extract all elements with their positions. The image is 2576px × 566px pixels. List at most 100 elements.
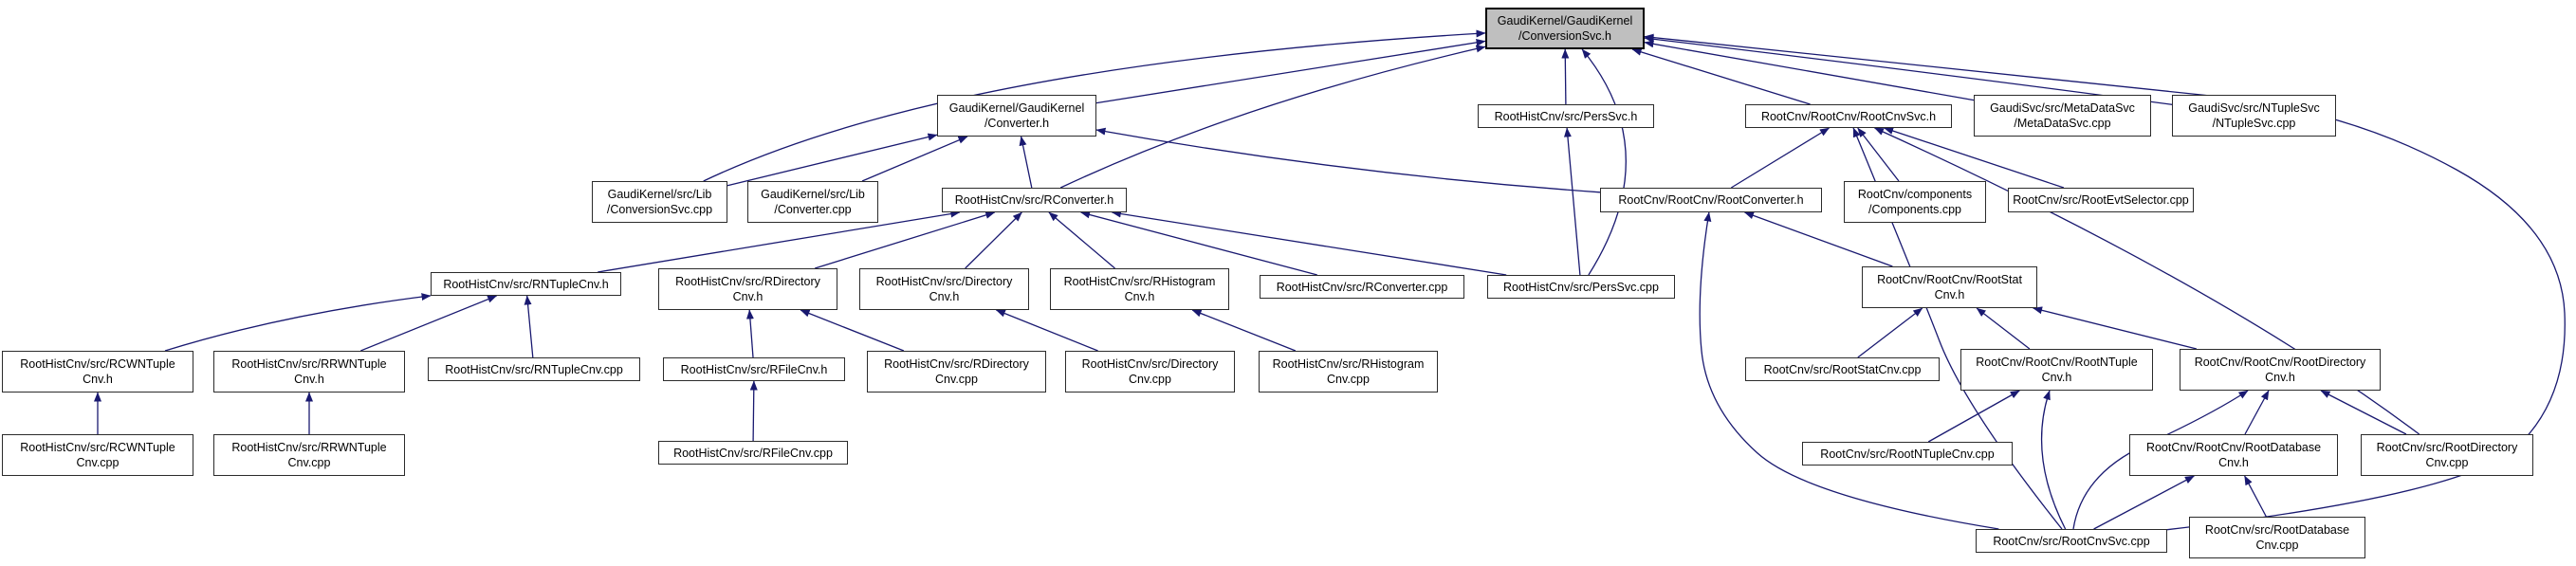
node-label: Cnv.cpp xyxy=(1327,373,1370,386)
edge-rcwntuplecnv-h-to-rntuplecnv-h xyxy=(164,293,432,352)
edge-rntuplecnv-cpp-to-rntuplecnv-h xyxy=(524,295,534,358)
node-label: RootCnv/src/RootCnvSvc.cpp xyxy=(1993,534,2150,548)
node-rootstatcnv-cpp[interactable]: RootCnv/src/RootStatCnv.cpp xyxy=(1745,357,1940,381)
edge-rootdirectorycnv-cpp-to-rootdirectorycnv-h xyxy=(2320,390,2407,435)
node-label: RootCnv/components xyxy=(1857,188,1973,201)
node-label: RootCnv/RootCnv/RootDatabase xyxy=(2145,441,2322,454)
node-label: RootHistCnv/src/RDirectory xyxy=(884,357,1029,371)
node-rootcnvsvc-h[interactable]: RootCnv/RootCnv/RootCnvSvc.h xyxy=(1745,104,1952,128)
node-label: GaudiKernel/src/Lib xyxy=(761,188,865,201)
node-lib-converter-cpp[interactable]: GaudiKernel/src/Lib/Converter.cpp xyxy=(747,181,878,223)
node-lib-conversionsvc-cpp[interactable]: GaudiKernel/src/Lib/ConversionSvc.cpp xyxy=(592,181,727,223)
edge-rconverter-h-to-converter-h xyxy=(1019,136,1033,189)
edge-perssvc-h-to-conversionsvc-h xyxy=(1561,48,1570,105)
node-perssvc-cpp[interactable]: RootHistCnv/src/PersSvc.cpp xyxy=(1487,275,1675,299)
node-rfilecnv-h[interactable]: RootHistCnv/src/RFileCnv.h xyxy=(663,357,845,381)
node-label: Cnv.cpp xyxy=(1129,373,1171,386)
node-label: RootHistCnv/src/RFileCnv.h xyxy=(680,362,828,376)
node-rconverter-cpp[interactable]: RootHistCnv/src/RConverter.cpp xyxy=(1260,275,1464,299)
node-label: /Converter.h xyxy=(984,117,1050,130)
node-components-cpp[interactable]: RootCnv/components/Components.cpp xyxy=(1844,181,1986,223)
node-label: RootHistCnv/src/RNTupleCnv.cpp xyxy=(445,362,623,376)
node-label: Cnv.h xyxy=(294,373,324,386)
edge-rootevtselector-cpp-to-rootcnvsvc-h xyxy=(1884,127,2065,189)
node-conversionsvc-h: GaudiKernel/GaudiKernel/ConversionSvc.h xyxy=(1485,8,1645,49)
node-label: RootHistCnv/src/Directory xyxy=(875,275,1013,288)
edge-rhistogramcnv-cpp-to-rhistogramcnv-h xyxy=(1191,309,1297,352)
node-label: Cnv.h xyxy=(83,373,113,386)
node-label: Cnv.cpp xyxy=(2425,456,2469,469)
edge-rrwntuplecnv-h-to-rntuplecnv-h xyxy=(360,295,498,352)
edge-perssvc-cpp-to-perssvc-h xyxy=(1563,127,1581,276)
node-label: RootCnv/RootCnv/RootConverter.h xyxy=(1618,193,1804,207)
node-rootntuplecnv-cpp[interactable]: RootCnv/src/RootNTupleCnv.cpp xyxy=(1802,442,2013,466)
node-rntuplecnv-cpp[interactable]: RootHistCnv/src/RNTupleCnv.cpp xyxy=(428,357,640,381)
node-perssvc-h[interactable]: RootHistCnv/src/PersSvc.h xyxy=(1478,104,1654,128)
node-label: RootHistCnv/src/PersSvc.h xyxy=(1494,109,1638,123)
node-label: RootHistCnv/src/RHistogram xyxy=(1063,275,1216,288)
edge-rootcnvsvc-h-to-conversionsvc-h xyxy=(1631,47,1811,105)
node-label: /NTupleSvc.cpp xyxy=(2212,117,2296,130)
edge-rfilecnv-h-to-rdirectorycnv-h xyxy=(745,309,754,358)
node-label: /ConversionSvc.cpp xyxy=(606,203,713,216)
edge-rconverter-h-to-conversionsvc-h xyxy=(1059,45,1486,189)
edge-rconverter-cpp-to-rconverter-h xyxy=(1080,210,1317,276)
node-label: Cnv.h xyxy=(2041,371,2072,384)
node-label: Cnv.h xyxy=(732,290,764,303)
node-rntuplecnv-h[interactable]: RootHistCnv/src/RNTupleCnv.h xyxy=(431,272,621,296)
node-label: Cnv.h xyxy=(929,290,960,303)
node-label: RootCnv/src/RootNTupleCnv.cpp xyxy=(1820,447,1995,461)
edge-directorycnv-cpp-to-directorycnv-h xyxy=(995,309,1098,352)
node-label: RootHistCnv/src/RRWNTuple xyxy=(231,441,387,454)
edge-perssvc-cpp-to-rconverter-h xyxy=(1111,210,1507,276)
node-label: RootCnv/src/RootStatCnv.cpp xyxy=(1763,362,1922,376)
node-label: RootCnv/src/RootEvtSelector.cpp xyxy=(2013,193,2189,207)
node-label: RootHistCnv/src/RRWNTuple xyxy=(231,357,387,371)
edge-rootcnvsvc-cpp-to-rootdatabasecnv-h xyxy=(2093,475,2195,530)
node-rootcnvsvc-cpp[interactable]: RootCnv/src/RootCnvSvc.cpp xyxy=(1976,529,2167,553)
node-label: Cnv.cpp xyxy=(287,456,331,469)
node-ntuplesvc-cpp[interactable]: GaudiSvc/src/NTupleSvc/NTupleSvc.cpp xyxy=(2172,95,2336,137)
node-label: RootHistCnv/src/RConverter.h xyxy=(954,193,1114,207)
edge-components-cpp-to-rootcnvsvc-h xyxy=(1857,127,1900,182)
node-rootevtselector-cpp[interactable]: RootCnv/src/RootEvtSelector.cpp xyxy=(2008,188,2194,212)
node-label: /Components.cpp xyxy=(1868,203,1961,216)
node-label: Cnv.cpp xyxy=(76,456,120,469)
edge-rootntuplecnv-cpp-to-rootntuplecnv-h xyxy=(1927,390,2020,443)
node-label: /Converter.cpp xyxy=(774,203,852,216)
edge-lib-converter-cpp-to-converter-h xyxy=(861,136,968,182)
node-label: Cnv.cpp xyxy=(2255,539,2299,552)
edge-perssvc-cpp-to-conversionsvc-h xyxy=(1581,48,1627,276)
node-rootconverter-h[interactable]: RootCnv/RootCnv/RootConverter.h xyxy=(1600,188,1822,212)
node-label: RootHistCnv/src/RCWNTuple xyxy=(20,357,175,371)
edge-rootntuplecnv-h-to-rootstatcnv-h xyxy=(1976,307,2031,350)
node-label: RootCnv/RootCnv/RootDirectory xyxy=(2194,356,2366,369)
node-label: Cnv.cpp xyxy=(935,373,978,386)
node-rfilecnv-cpp[interactable]: RootHistCnv/src/RFileCnv.cpp xyxy=(658,441,848,465)
node-rconverter-h[interactable]: RootHistCnv/src/RConverter.h xyxy=(942,188,1127,212)
node-label: Cnv.h xyxy=(2265,371,2295,384)
node-label: Cnv.h xyxy=(1124,290,1155,303)
edge-rootdatabasecnv-cpp-to-rootdatabasecnv-h xyxy=(2244,475,2267,518)
node-label: GaudiSvc/src/NTupleSvc xyxy=(2188,101,2320,115)
node-label: RootCnv/src/RootDatabase xyxy=(2204,523,2350,537)
node-converter-h[interactable]: GaudiKernel/GaudiKernel/Converter.h xyxy=(937,95,1096,137)
node-metadatasvc-cpp[interactable]: GaudiSvc/src/MetaDataSvc/MetaDataSvc.cpp xyxy=(1974,95,2151,137)
node-label: RootHistCnv/src/RHistogram xyxy=(1272,357,1425,371)
